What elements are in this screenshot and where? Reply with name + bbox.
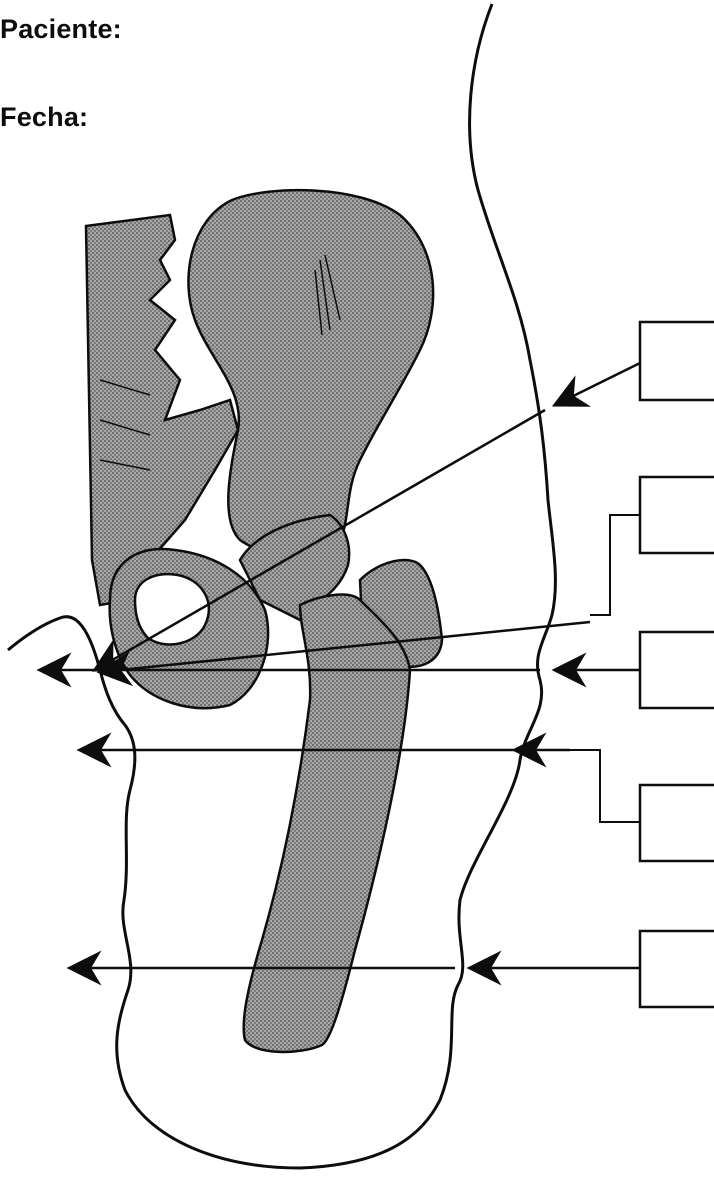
measurement-box-1[interactable] [640, 322, 714, 400]
measure-line-4-bracket [570, 750, 640, 822]
measurement-box-5[interactable] [640, 931, 714, 1007]
measurement-box-3[interactable] [640, 632, 714, 708]
femur-shaft [244, 595, 410, 1052]
iliac-wing [188, 190, 433, 553]
measure-line-2-bracket [590, 515, 640, 615]
measurement-box-2[interactable] [640, 477, 714, 553]
measure-line-1 [555, 363, 640, 405]
measurement-box-4[interactable] [640, 785, 714, 861]
